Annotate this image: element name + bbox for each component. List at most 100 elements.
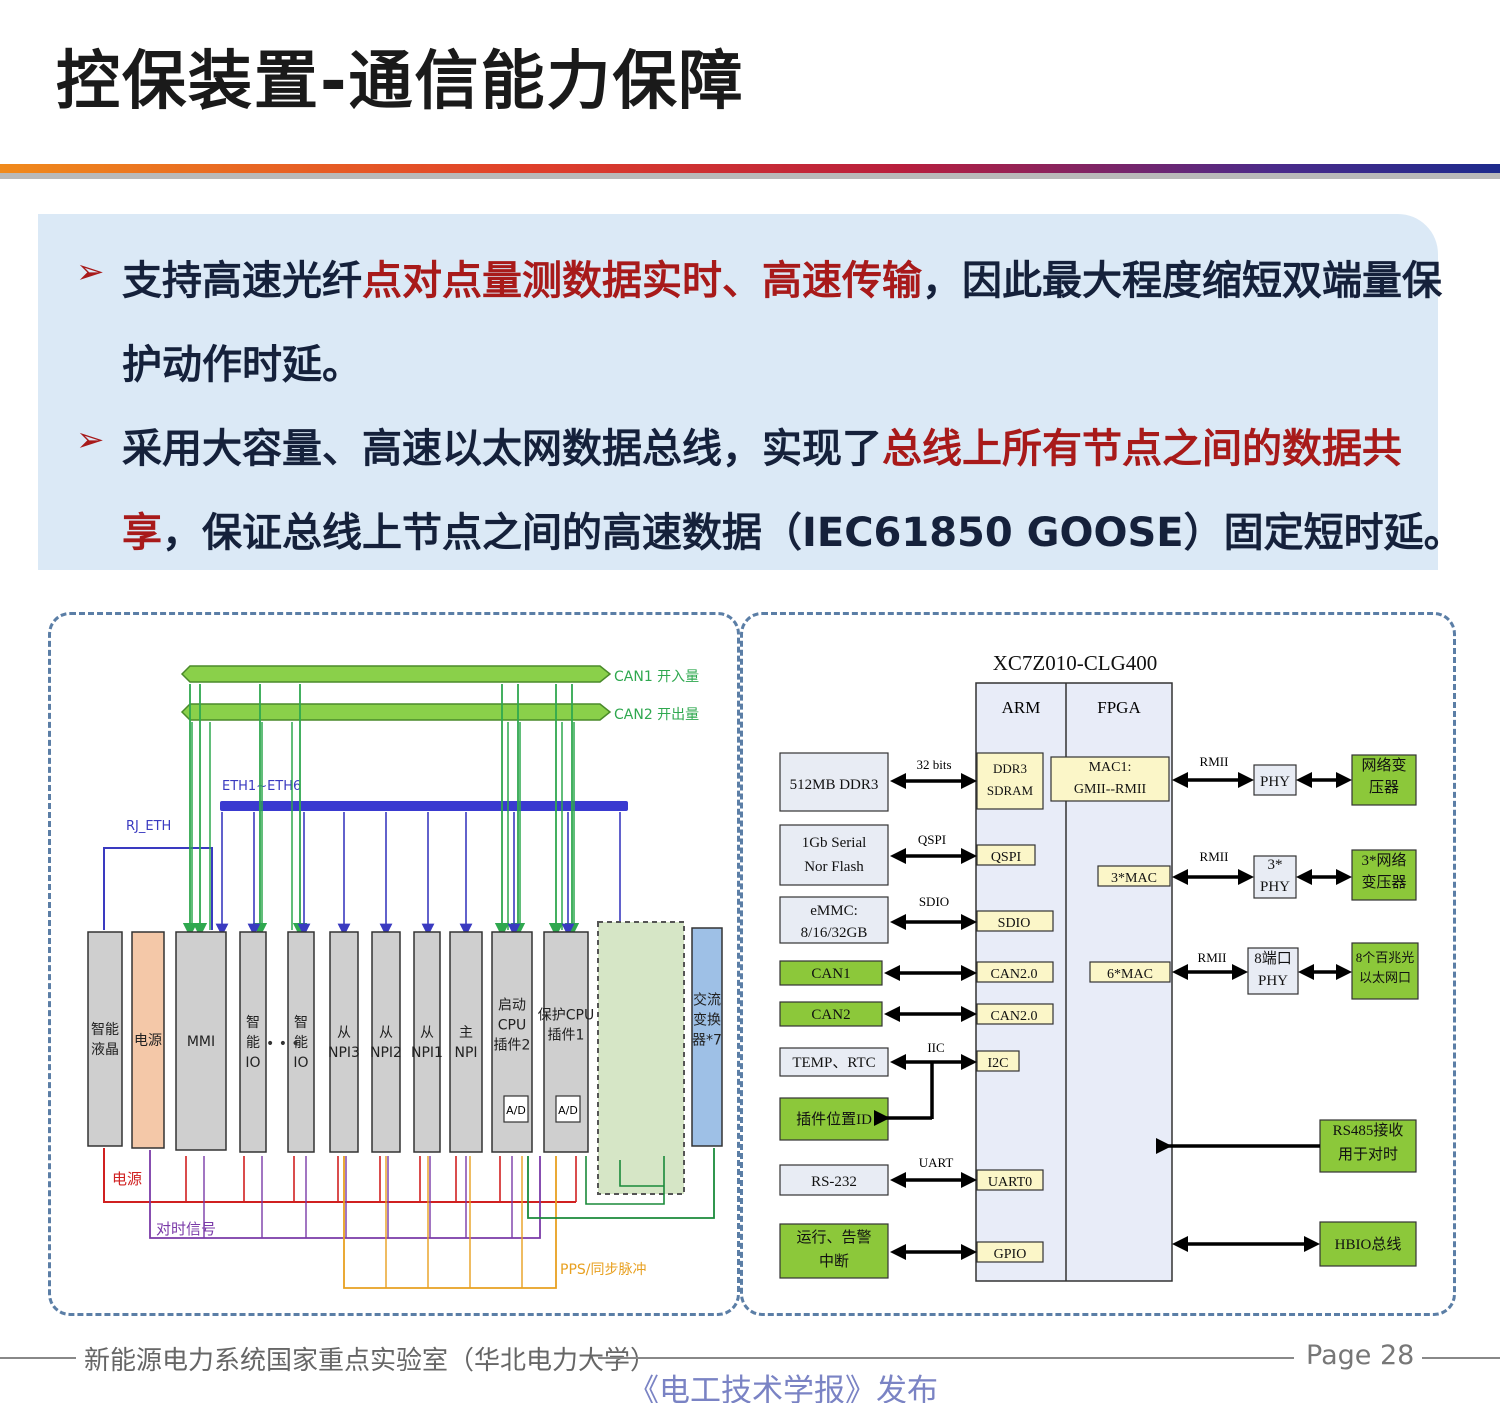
rmii-label: RMII xyxy=(1200,754,1229,769)
can2-block-label: CAN2 xyxy=(811,1007,850,1023)
publisher-credit: 《电工技术学报》发布 xyxy=(628,1373,938,1403)
emmc-block xyxy=(779,896,889,944)
board-8 xyxy=(413,931,441,1153)
mac3-port-label: 3*MAC xyxy=(1111,871,1157,886)
can2-label: CAN2 开出量 xyxy=(614,707,699,723)
rs485-label: RS485接收用于对时 xyxy=(1333,1122,1404,1163)
alarm-label: 运行、告警中断 xyxy=(796,1229,871,1270)
hbio-block xyxy=(1319,1221,1417,1267)
gpio-port-label: GPIO xyxy=(994,1247,1027,1262)
can1-port xyxy=(976,961,1054,983)
sdio-port xyxy=(976,910,1054,932)
mac1-port-label: MAC1:GMII--RMII xyxy=(1074,760,1147,797)
chip-label: XC7Z010-CLG400 xyxy=(993,651,1158,675)
board-label: MMI xyxy=(187,1034,215,1050)
rmii-label: RMII xyxy=(1200,849,1229,864)
sdio-port-label: SDIO xyxy=(998,916,1031,931)
net-transformer-3-label: 3*网络变压器 xyxy=(1361,852,1406,891)
i2c-port xyxy=(976,1050,1020,1072)
ddr-port xyxy=(976,752,1044,810)
qspi-port xyxy=(976,844,1036,866)
fpga-label: FPGA xyxy=(1097,698,1141,717)
board-4 xyxy=(239,931,267,1153)
mac6-port xyxy=(1089,961,1171,983)
timing-wire xyxy=(149,1150,541,1239)
can1-bus xyxy=(180,665,612,683)
net-transformer-label: 网络变压器 xyxy=(1361,757,1406,796)
rmii-label: RMII xyxy=(1198,950,1227,965)
phy-1-label: PHY xyxy=(1260,774,1290,790)
hbio-label: HBIO总线 xyxy=(1335,1236,1402,1253)
board-3 xyxy=(175,931,227,1151)
net-transformer-3 xyxy=(1351,849,1417,901)
right-diagram-panel xyxy=(740,612,1456,1316)
footer-lab: 新能源电力系统国家重点实验室（华北电力大学） xyxy=(84,1346,657,1376)
can2-port-label: CAN2.0 xyxy=(990,1009,1037,1024)
rj-eth-label: RJ_ETH xyxy=(126,819,171,834)
title-divider-bar xyxy=(0,164,1500,179)
bullet-arrow-icon: ➢ xyxy=(76,252,105,292)
footer-rule-left xyxy=(0,1357,76,1359)
can1-port-label: CAN2.0 xyxy=(990,967,1037,982)
i2c-port-label: I2C xyxy=(988,1056,1009,1071)
board-1 xyxy=(87,931,123,1147)
ddr-label: 512MB DDR3 xyxy=(790,777,879,793)
uart-port-label: UART0 xyxy=(988,1175,1032,1190)
emmc-label: eMMC:8/16/32GB xyxy=(801,903,868,941)
qspi-port-label: QSPI xyxy=(991,850,1022,865)
iic-label: IIC xyxy=(927,1040,944,1055)
footer-rule-mid xyxy=(598,1357,1294,1359)
bullet-2-line-2: 享，保证总线上节点之间的高速数据（IEC61850 GOOSE）固定短时延。 xyxy=(122,500,1464,558)
mac6-port-label: 6*MAC xyxy=(1107,967,1153,982)
ad-label: A/D xyxy=(506,1104,526,1117)
sdio-label: SDIO xyxy=(919,894,949,909)
pps-label: PPS/同步脉冲 xyxy=(560,1262,647,1278)
bullet-box xyxy=(38,214,1438,570)
can2-block xyxy=(779,1001,883,1027)
bullet-1-line-1: 支持高速光纤点对点量测数据实时、高速传输，因此最大程度缩短双端量保 xyxy=(122,248,1442,306)
ac-link-wire xyxy=(527,1148,715,1219)
temp-label: TEMP、RTC xyxy=(792,1055,875,1071)
board-6 xyxy=(329,931,359,1153)
board-5 xyxy=(287,931,315,1153)
board-label: 电源 xyxy=(134,1033,162,1049)
slot-id-label: 插件位置ID xyxy=(796,1111,872,1128)
ad-link-wire xyxy=(619,1160,664,1187)
mac1-port xyxy=(1050,756,1170,802)
arm-label: ARM xyxy=(1002,698,1041,717)
ad-box xyxy=(555,1095,581,1123)
rs232-label: RS-232 xyxy=(811,1174,857,1190)
bits32-label: 32 bits xyxy=(916,757,951,772)
page-number: Page 28 xyxy=(1306,1340,1415,1371)
slide-title: 控保装置-通信能力保障 xyxy=(56,45,745,119)
bullet-1-line-2: 护动作时延。 xyxy=(122,332,362,390)
rs232-block xyxy=(779,1164,889,1196)
fiber-port-block xyxy=(1351,942,1419,1000)
net-transformer xyxy=(1351,754,1417,806)
ddr-block xyxy=(779,752,889,812)
bullet-text: 护动作时延。 xyxy=(122,342,362,388)
ad-box xyxy=(503,1095,529,1123)
fast-ad-group-frame xyxy=(597,921,685,1195)
board-9 xyxy=(449,931,483,1153)
bullet-highlight-text: 总线上所有节点之间的数据共 xyxy=(882,426,1402,472)
phy-3-label: 3*PHY xyxy=(1260,857,1290,895)
bullet-text: 支持高速光纤 xyxy=(122,258,362,304)
timing-label: 对时信号 xyxy=(156,1220,216,1238)
left-diagram-panel xyxy=(48,612,740,1316)
power-label: 电源 xyxy=(112,1170,142,1188)
can1-label: CAN1 开入量 xyxy=(614,669,699,685)
dots-ellipsis: • • • xyxy=(266,1036,300,1052)
bullet-highlight-text: 享 xyxy=(122,510,162,556)
bullet-arrow-icon: ➢ xyxy=(76,420,105,460)
